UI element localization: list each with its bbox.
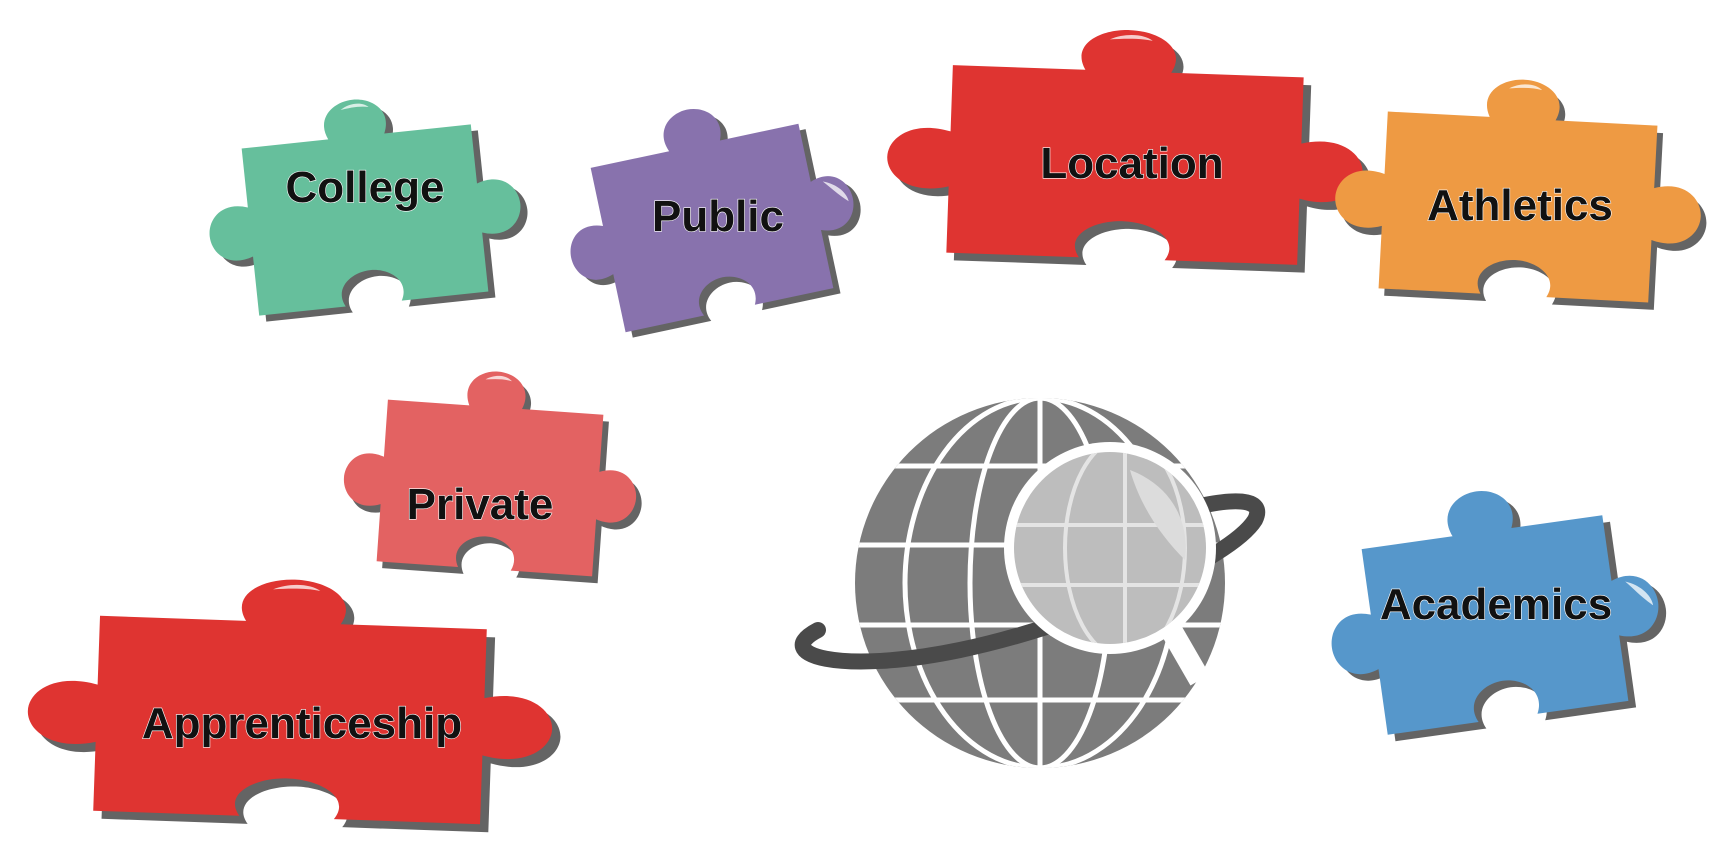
athletics-piece [1330,70,1714,313]
private-label: Private [407,480,554,529]
private-piece [338,361,650,586]
academics-label: Academics [1380,580,1612,629]
globe-search-icon [794,398,1265,768]
public-label: Public [652,192,784,241]
college-label: College [286,163,445,212]
apprenticeship-label: Apprenticeship [142,699,462,748]
location-label: Location [1040,139,1223,188]
public-piece [546,79,878,346]
college-piece [197,83,537,326]
academics-piece [1313,468,1679,748]
apprenticeship-piece [24,570,566,835]
location-piece [883,21,1375,275]
athletics-label: Athletics [1427,181,1613,230]
